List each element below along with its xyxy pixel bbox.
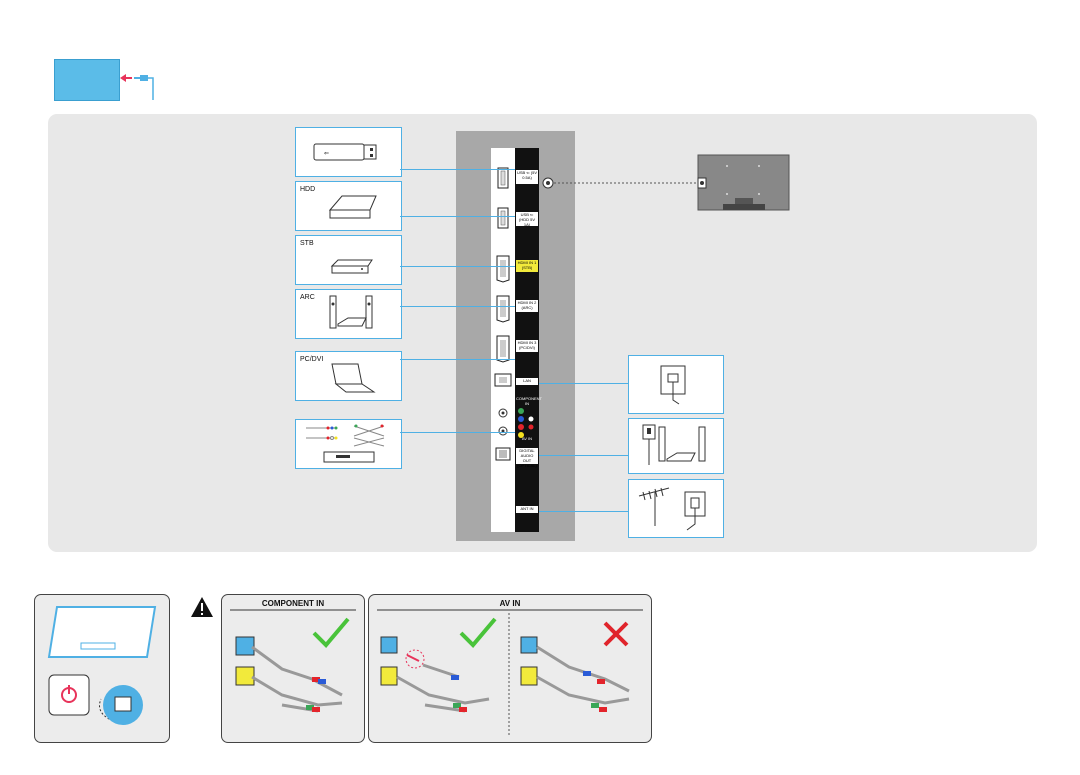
port-label-usb1: USB ⇐ (5V 0.5A) [516, 170, 538, 184]
line-lan [539, 383, 628, 384]
tv-power-illustration [47, 606, 157, 725]
component-jacks [518, 408, 534, 438]
warning-icon [191, 597, 213, 617]
antenna-icon [638, 487, 706, 531]
usb-stick-device: ⇐ [295, 127, 402, 177]
svg-text:⇐: ⇐ [324, 150, 329, 157]
tv-connection-dashed-line [542, 177, 700, 189]
port-label-hdmi1: HDMI IN 1 (STB) [516, 260, 538, 272]
power-cable-icon [120, 74, 154, 100]
av-in-box: AV IN [368, 594, 652, 743]
line-hdmi1 [400, 266, 515, 267]
line-hdmi3 [400, 359, 515, 360]
set-top-box-icon [330, 259, 373, 274]
av-cable-illustration [377, 609, 643, 737]
port-label-lan: LAN [516, 378, 538, 385]
lan-wall-socket-icon [660, 365, 686, 405]
optical-speaker-icon [642, 424, 706, 465]
stb-device: STB [295, 235, 402, 285]
port-label-hdmi2: HDMI IN 2 (ARC) [516, 300, 538, 312]
line-ant [539, 511, 628, 512]
stb-label: STB [300, 240, 314, 247]
usb-stick-icon: ⇐ [313, 143, 377, 161]
port-label-av: AV IN [521, 436, 533, 441]
arc-device: ARC [295, 289, 402, 339]
line-hdmi2 [400, 306, 515, 307]
component-cable-correct-illustration [230, 609, 356, 713]
speaker-system-icon [329, 295, 373, 329]
port-label-hdmi3: HDMI IN 3 (PC/DVI) [516, 340, 538, 352]
port-label-usb2: USB ⇐ (HDD 5V 1A) [516, 212, 538, 227]
power-button-box [34, 594, 170, 743]
lan-device [628, 355, 724, 414]
pc-label: PC/DVI [300, 356, 324, 363]
pc-device: PC/DVI [295, 351, 402, 401]
line-optical [539, 455, 628, 456]
tv-screen-thumbnail [54, 59, 120, 101]
antenna-device [628, 479, 724, 538]
laptop-icon [331, 363, 376, 393]
hdd-label: HDD [300, 186, 316, 193]
av-device [295, 419, 402, 469]
port-icons [494, 167, 512, 461]
hdd-icon [328, 195, 377, 219]
av-in-title: AV IN [499, 599, 521, 608]
tv-rear-icon [697, 154, 790, 211]
port-label-optical: DIGITAL AUDIO OUT (OPTICAL) [516, 448, 538, 468]
optical-device [628, 418, 724, 474]
port-label-component: COMPONENT IN [516, 396, 542, 406]
component-in-box: COMPONENT IN [221, 594, 365, 743]
port-label-ant: ANT IN [516, 506, 538, 513]
av-cables-dvd-icon [306, 424, 385, 463]
component-in-title: COMPONENT IN [261, 599, 325, 608]
hdd-device: HDD [295, 181, 402, 231]
arc-label: ARC [300, 294, 315, 301]
line-usb1 [400, 169, 515, 170]
line-av [400, 432, 515, 433]
line-usb2 [400, 216, 515, 217]
